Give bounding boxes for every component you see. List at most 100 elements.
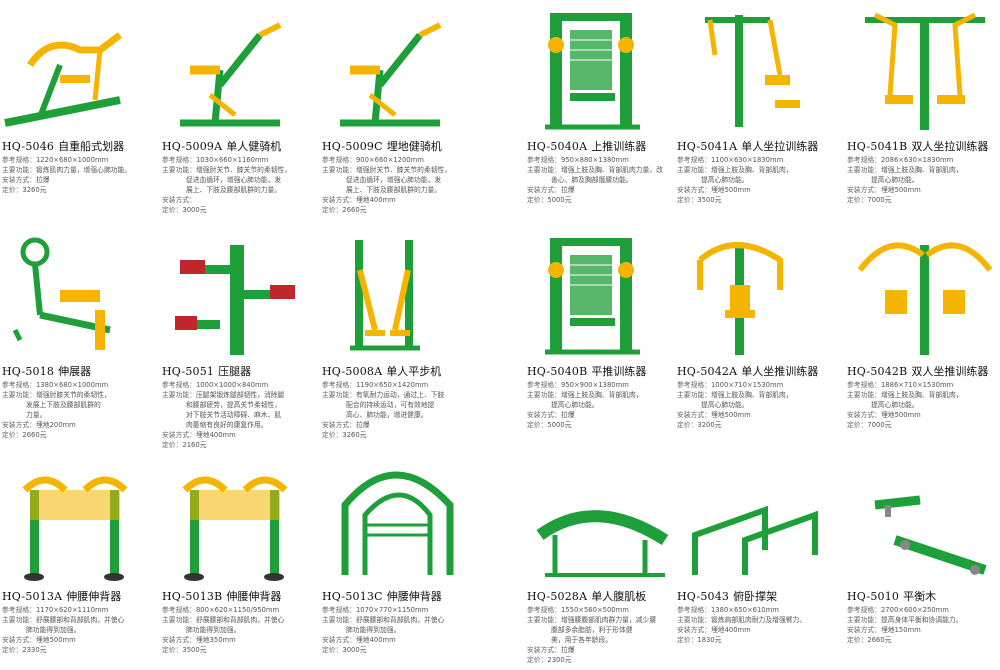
spec-function-line: 高心、肺功能，增进健康。 [346, 411, 428, 419]
spec-function: 主要功能：增强上肢及胸、背部肌肉， [677, 165, 847, 175]
spec-label: 安装方式： [162, 431, 196, 439]
spec-function: 主要功能：舒展腰部和背部肌肉，并使心 [162, 615, 332, 625]
spec-install: 安装方式：拉爆 [527, 185, 697, 195]
product-code: HQ-5040B [527, 365, 588, 378]
spec-label: 主要功能： [322, 391, 356, 399]
spec-size: 参考规格：1886×710×1530mm [847, 380, 1000, 390]
spec-function: 主要功能：舒展腰部和背部肌肉，并使心 [322, 615, 492, 625]
spec-label: 安装方式： [847, 411, 881, 419]
spec-value: 增强上肢及胸、背部肌肉， [710, 166, 793, 174]
spec-value: 3000元 [182, 206, 207, 214]
spec-value: 1070×770×1150mm [355, 606, 429, 614]
spec-value: 提高身体平衡和协调能力。 [880, 616, 963, 624]
spec-value: 950×880×1380mm [560, 156, 629, 164]
spec-value: 增强上肢及胸、背部肌肉， [560, 391, 643, 399]
spec-install: 安装方式：埋地400mm [322, 195, 492, 205]
spec-function-line: 展上、下肢及腰部肌群的力量。 [346, 186, 442, 194]
product-name: 自重船式划器 [58, 140, 125, 153]
spec-label: 安装方式： [677, 186, 711, 194]
spec-value: 埋地150mm [880, 626, 921, 634]
spec-label: 主要功能： [847, 391, 881, 399]
spec-size: 参考规格：1030×660×1160mm [162, 155, 332, 165]
spec-size: 参考规格：2700×600×250mm [847, 605, 1000, 615]
product-code: HQ-5028A [527, 590, 588, 603]
spec-function: 主要功能：增强上肢及胸、背部肌肉， [527, 390, 697, 400]
spec-label: 参考规格： [847, 606, 881, 614]
back-stretcher-icon [182, 476, 288, 581]
spec-label: 主要功能： [677, 391, 711, 399]
spec-label: 参考规格： [2, 606, 36, 614]
spec-label: 定价： [677, 421, 698, 429]
spec-install: 安装方式：拉爆 [2, 175, 172, 185]
spec-function: 主要功能：有氧耐力运动，通过上、下肢 [322, 390, 492, 400]
spec-size: 参考规格：1380×680×1000mm [2, 380, 172, 390]
spec-value: 1830元 [697, 636, 722, 644]
spec-function: 主要功能：舒展腰部和背部肌肉，并使心 [2, 615, 172, 625]
spec-install: 安装方式：埋地350mm [162, 635, 332, 645]
spec-value: 增强上肢及胸、背部肌肉， [880, 166, 963, 174]
spec-price: 定价：2160元 [162, 440, 332, 450]
spec-function: 主要功能：压腿架锻炼腿部韧性，消除腿 [162, 390, 332, 400]
spec-function-line: 提高心肺功能。 [551, 401, 599, 409]
spec-label: 主要功能： [162, 616, 196, 624]
spec-label: 定价： [162, 206, 183, 214]
pull-down-trainer-icon [705, 15, 800, 127]
spec-value: 2700×600×250mm [880, 606, 949, 614]
spec-value: 3500元 [182, 646, 207, 654]
spec-value: 舒展腰部和背部肌肉，并使心 [195, 616, 285, 624]
spec-label: 主要功能： [162, 166, 196, 174]
spec-value: 增强上肢及胸、背部肌肉力量，改 [560, 166, 663, 174]
stretcher-icon [12, 237, 111, 350]
spec-install: 安装方式：埋地500mm [847, 410, 1000, 420]
spec-value: 埋地500mm [880, 186, 921, 194]
spec-value: 增强肘关节、膝关节的柔韧性， [355, 166, 452, 174]
spec-label: 定价： [2, 431, 23, 439]
spec-value: 7000元 [867, 421, 892, 429]
spec-size: 参考规格：1000×1000×840mm [162, 380, 332, 390]
product-name: 单人坐拉训练器 [741, 140, 819, 153]
spec-label: 定价： [527, 421, 548, 429]
spec-value: 拉爆 [560, 411, 575, 419]
spec-label: 主要功能： [527, 616, 561, 624]
spec-label: 参考规格： [527, 156, 561, 164]
spec-label: 参考规格： [847, 381, 881, 389]
spec-label: 主要功能： [2, 391, 36, 399]
spec-size: 参考规格：900×660×1200mm [322, 155, 492, 165]
spec-label: 参考规格： [162, 606, 196, 614]
spec-label: 主要功能： [527, 391, 561, 399]
rider-machine-icon [180, 22, 282, 127]
spec-label: 定价： [847, 196, 868, 204]
spec-function-line: 促进血循环，增强心肺功能，发 [186, 176, 282, 184]
spec-value: 2160元 [182, 441, 207, 449]
spec-function-line: 对下肢关节活动障碍、麻木、肌 [186, 411, 282, 419]
spec-function-line: 美，用于各年龄段。 [551, 636, 613, 644]
spec-size: 参考规格：950×880×1380mm [527, 155, 697, 165]
rider-machine-icon [340, 22, 442, 127]
spec-function-line: 肺功能得到加强。 [26, 626, 81, 634]
spec-value: 增强肘膝关节的柔韧性， [35, 391, 111, 399]
product-name: 平推训练器 [591, 365, 647, 378]
spec-install: 安装方式：埋地150mm [847, 625, 1000, 635]
spec-function-line: 力量。 [26, 411, 47, 419]
spec-value: 1380×680×1000mm [35, 381, 109, 389]
spec-value: 1380×650×610mm [710, 606, 779, 614]
